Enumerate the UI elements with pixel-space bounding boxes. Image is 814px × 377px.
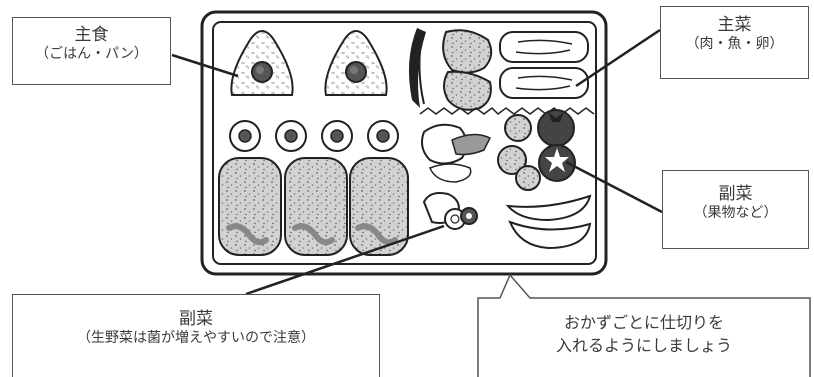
chikuwa-icon bbox=[275, 120, 307, 152]
callout-side-dish-fruit: 副菜 （果物など） bbox=[662, 170, 809, 249]
leader-lines bbox=[171, 28, 663, 296]
onigiri-icon bbox=[230, 30, 294, 96]
hamburg-icon bbox=[349, 157, 409, 256]
callout-title: 主菜 bbox=[717, 15, 752, 35]
chikuwa-icon bbox=[229, 120, 261, 152]
note-line-1: おかずごとに仕切りを bbox=[563, 313, 724, 332]
fried-chicken-icon bbox=[442, 29, 493, 111]
callout-side-dish-vegetables: 副菜 （生野菜は菌が増えやすいので注意） bbox=[12, 294, 380, 377]
callout-subtitle: （ごはん・パン） bbox=[35, 46, 148, 62]
callout-title: 主食 bbox=[74, 25, 109, 45]
chikuwa-icon bbox=[367, 120, 399, 152]
callout-staple-food: 主食 （ごはん・パン） bbox=[12, 17, 171, 85]
onigiri-icon bbox=[324, 30, 388, 96]
banana-icon bbox=[505, 194, 592, 250]
cucumber-icon bbox=[422, 192, 478, 230]
callout-subtitle: （生野菜は菌が増えやすいので注意） bbox=[77, 330, 315, 346]
broccoli-icon bbox=[497, 114, 541, 191]
shrimp-icon bbox=[421, 123, 492, 183]
callout-divider-note: おかずごとに仕切りを 入れるようにしましょう bbox=[478, 298, 810, 377]
tomato-icon bbox=[537, 109, 575, 147]
callout-title: 副菜 bbox=[718, 184, 753, 204]
callout-subtitle: （果物など） bbox=[693, 205, 778, 221]
note-line-2: 入れるようにしましょう bbox=[555, 336, 732, 355]
chikuwa-icon bbox=[321, 120, 353, 152]
callout-subtitle: （肉・魚・卵） bbox=[685, 36, 784, 52]
hamburg-icon bbox=[284, 157, 348, 256]
callout-title: 副菜 bbox=[179, 309, 213, 329]
tamagoyaki-icon bbox=[499, 31, 589, 99]
tomato-icon bbox=[538, 144, 576, 182]
nori-icon bbox=[408, 28, 426, 108]
hamburg-icon bbox=[218, 157, 282, 256]
speech-bubble-tail bbox=[477, 273, 811, 377]
callout-main-dish: 主菜 （肉・魚・卵） bbox=[660, 6, 809, 79]
